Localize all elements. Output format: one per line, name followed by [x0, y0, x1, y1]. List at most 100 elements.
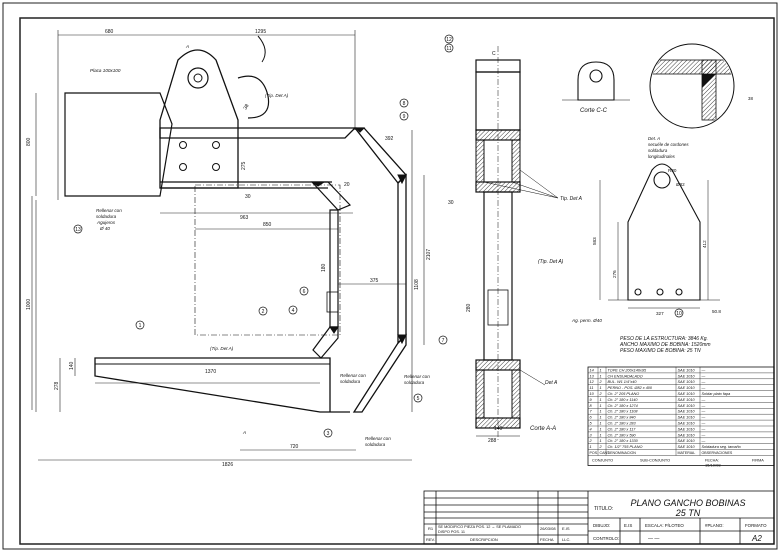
bom-cell: SAE 1010	[678, 368, 696, 372]
note-rellenar-9: Rellenar con	[365, 436, 391, 441]
balloon-2: 2	[258, 306, 268, 316]
dim-1108: 1108	[414, 279, 420, 290]
bom-cell: 1	[600, 427, 602, 431]
section-aa-label: Corte A-A	[530, 426, 556, 432]
dim-140: 140	[69, 361, 75, 370]
vertical-post	[397, 173, 407, 345]
bom-cell: 13	[590, 374, 595, 378]
note-rellenar-7: Rellenar con	[404, 374, 430, 379]
bom-cell: 1	[600, 386, 602, 390]
bom-cell: 1	[600, 398, 602, 402]
bom-cell: 1	[590, 445, 592, 449]
title-block	[423, 490, 775, 545]
upper-beam	[159, 127, 357, 139]
dim-140b: 140	[494, 426, 503, 432]
bom-cell: 2	[599, 380, 603, 384]
dim-r80: R80	[668, 168, 677, 173]
svg-text:10: 10	[676, 311, 682, 317]
balloon-4: 4	[288, 305, 298, 315]
bom-cell: 14	[590, 368, 594, 372]
rev-row-llc: E.IS	[562, 526, 570, 531]
bom-footer-footer_firma: FIRMA	[752, 459, 764, 463]
balloon-9: 9	[399, 111, 409, 121]
bom-cell: BUL. W1 1/4"x40	[608, 380, 638, 384]
bom-cell: —	[701, 368, 706, 372]
note-rellenar-6: soldadura	[340, 379, 361, 384]
cut-mark-a-top: A	[185, 44, 189, 49]
dim-180: 180	[321, 263, 327, 272]
note-plate: Placa 100x100	[90, 68, 121, 73]
rev-row-num: R1	[428, 526, 434, 531]
dim-30: 30	[245, 194, 251, 200]
dim-1295: 1295	[255, 29, 266, 35]
bom-frame	[587, 366, 775, 466]
inner-vertical	[329, 209, 339, 328]
svg-text:1: 1	[139, 323, 142, 329]
bom-cell: 1	[600, 404, 602, 408]
value-control: — —	[648, 536, 659, 542]
lifting-lug	[159, 49, 239, 189]
label-titulo: TITULO:	[594, 506, 613, 512]
label-plano: #PLANO:	[705, 523, 724, 528]
bom-cell: 2	[599, 392, 603, 396]
bom-cell: Ch. 2" 180 x 1140	[608, 398, 639, 402]
label-dibujo: DIBUJO:	[593, 523, 610, 528]
bom-header: CANT.	[600, 451, 611, 455]
bom-cell: Ch. 2" 180 x 117	[608, 427, 637, 431]
svg-text:9: 9	[403, 114, 406, 120]
svg-text:3: 3	[327, 431, 330, 437]
dimension-lines	[31, 30, 425, 461]
dim-20: 20	[344, 182, 350, 188]
dim-392: 392	[385, 136, 394, 142]
bom-cell: —	[701, 386, 706, 390]
note-rellenar-5: Rellenar con	[340, 373, 366, 378]
weight-line-3: PESO MAXIMO DE BOBINA: 25 TN	[620, 348, 701, 354]
svg-text:11: 11	[446, 46, 451, 52]
side-view-texts: C Corte A-A Tip. Det A Det A (Tip. Det A…	[448, 51, 583, 444]
bom-cell: Soldar plato fapa	[702, 392, 731, 396]
bom-cell: 1	[600, 416, 602, 420]
note-typ-det-a: (Tip. Det A)	[265, 93, 289, 98]
dim-278: 278	[54, 381, 60, 390]
bolt-hole-2	[212, 141, 220, 149]
front-view	[64, 35, 407, 413]
bom-cell: SAE 1010	[678, 439, 696, 443]
note-det-a-ref: Det A	[545, 380, 558, 386]
bom-cell: PERNO - POS. Ø82 x 400	[608, 386, 653, 390]
note-ag-perm: Ag. perm. Ø40	[571, 318, 602, 323]
bolt-hole-3	[179, 163, 187, 171]
bom-cell: SAE 1010	[678, 404, 696, 408]
dim-327: 327	[656, 311, 664, 316]
bom-header: OBSERVACIONES	[702, 451, 733, 455]
dim-side-30: 30	[448, 200, 454, 206]
svg-text:8: 8	[403, 101, 406, 107]
balloons-side: 12 11	[444, 34, 454, 53]
dim-1370: 1370	[205, 369, 216, 375]
svg-text:2: 2	[262, 309, 265, 315]
bom-cell: —	[701, 404, 706, 408]
bom-cell: SAE 1010	[678, 445, 696, 449]
bom-cell: SAE 1010	[678, 398, 696, 402]
drawing-title-1: PLANO GANCHO BOBINAS	[630, 498, 745, 508]
bom-cell: 2	[589, 439, 593, 443]
balloon-10: 10	[674, 308, 684, 318]
weight-line-1: PESO DE LA ESTRUCTURA: 3846 Kg.	[620, 336, 708, 342]
note-typ-det-a-3: Tip. Det A	[560, 196, 583, 202]
bom-cell: Ch. 2" 180 x 1274	[608, 404, 638, 408]
bom-cell: —	[701, 439, 706, 443]
dim-850: 850	[263, 222, 272, 228]
rev-col-rev: REV.	[426, 537, 435, 542]
dim-412: 412	[702, 240, 707, 248]
bom-cell: 4	[590, 427, 592, 431]
note-rellenar-4: Ø 40	[99, 226, 110, 231]
bolt-hole-1	[179, 141, 187, 149]
dim-280: 280	[466, 303, 472, 312]
dim-1826: 1826	[222, 462, 233, 468]
lower-arm	[94, 357, 350, 413]
dim-583: 583	[592, 237, 597, 245]
bolt-hole-4	[212, 163, 220, 171]
balloon-13: 13	[73, 224, 83, 234]
bom-cell: 6	[590, 416, 593, 420]
side-view-section-aa	[475, 46, 559, 440]
note-typ-det-a-2: (Tip. Det A)	[210, 346, 234, 351]
